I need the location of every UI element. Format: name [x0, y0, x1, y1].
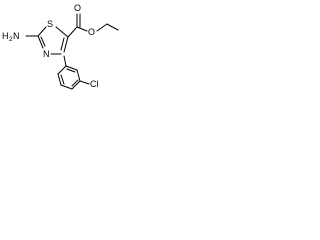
thiazole-ring [37, 26, 69, 55]
bond-c4-c5 [63, 36, 69, 53]
atom-label-ester-o: O [88, 27, 95, 37]
atom-label-amine-h: H [2, 31, 9, 41]
bond-c2-n3-double [40, 36, 46, 47]
benzene-edge-6-double [66, 68, 76, 73]
atom-label-carbonyl-o: O [74, 3, 81, 13]
molecule-diagram: H 2 N S N O O Cl [2, 3, 119, 90]
bond-c2-n3 [37, 35, 44, 49]
bond-c5-s [55, 26, 69, 38]
bond-oester-ch2 [96, 23, 108, 32]
atom-label-ring-s: S [47, 19, 53, 29]
bond-ch2-ch3 [106, 23, 119, 31]
benzene-edge-2 [57, 73, 62, 86]
atom-label-ring-n: N [43, 49, 50, 59]
ester-group [67, 13, 119, 38]
atom-label-amine-subscript: 2 [9, 36, 13, 43]
bond-carbonyl-oester [76, 26, 88, 32]
bond-c4-c5-double [60, 37, 65, 51]
benzene-edge-2-double [60, 74, 65, 85]
chlorophenyl-group [57, 55, 90, 90]
benzene-edge-3 [60, 84, 73, 90]
benzene-edge-1 [57, 65, 67, 75]
atom-label-chlorine: Cl [90, 79, 99, 89]
benzene-edge-4 [71, 80, 81, 90]
benzene-edge-5 [76, 69, 81, 82]
bond-c4-phenyl [63, 55, 67, 67]
bond-c5-carbonyl [67, 26, 78, 38]
benzene-edge-4-double [71, 79, 79, 87]
bond-s-c2 [37, 26, 47, 37]
atom-label-amine-n: N [13, 31, 20, 41]
bond-phenyl-cl [79, 80, 90, 85]
benzene-edge-6 [65, 65, 78, 71]
